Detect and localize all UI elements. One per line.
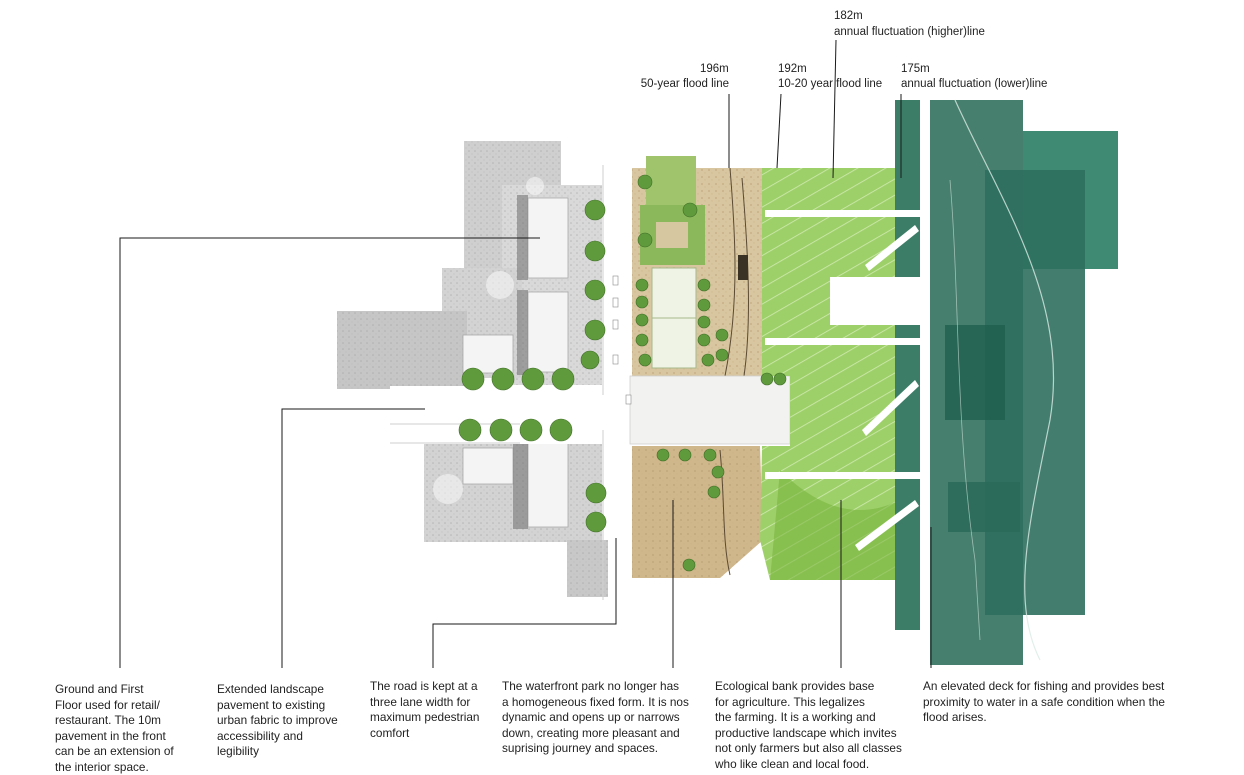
- flood-name-196: 50-year flood line: [640, 78, 729, 90]
- flood-name-175: annual fluctuation (lower)line: [901, 78, 1048, 90]
- leader-lines: [119, 39, 932, 668]
- flood-level-182: 182m: [834, 10, 863, 22]
- caption-landscape-pavement: Extended landscape pavement to existing …: [217, 682, 338, 758]
- flood-level-196: 196m: [700, 63, 729, 75]
- caption-elevated-deck: An elevated deck for fishing and provide…: [923, 679, 1165, 724]
- flood-level-175: 175m: [901, 63, 930, 75]
- caption-waterfront-park: The waterfront park no longer has a homo…: [502, 679, 689, 755]
- flood-name-192: 10-20 year flood line: [778, 78, 883, 90]
- buildings: [462, 197, 569, 528]
- cars: [612, 275, 632, 405]
- caption-ground-floor: Ground and First Floor used for retail/ …: [55, 682, 174, 774]
- river: [895, 99, 1118, 665]
- flood-name-182: annual fluctuation (higher)line: [834, 26, 985, 38]
- waterfront-park: [632, 156, 775, 578]
- decks: [765, 100, 930, 665]
- flood-label-196: 196m: [700, 62, 729, 77]
- flood-level-192: 192m: [778, 63, 807, 75]
- trees: [458, 174, 787, 572]
- boardwalk: [629, 375, 791, 445]
- caption-road: The road is kept at a three lane width f…: [370, 679, 480, 740]
- caption-ecological-bank: Ecological bank provides base for agricu…: [715, 679, 902, 771]
